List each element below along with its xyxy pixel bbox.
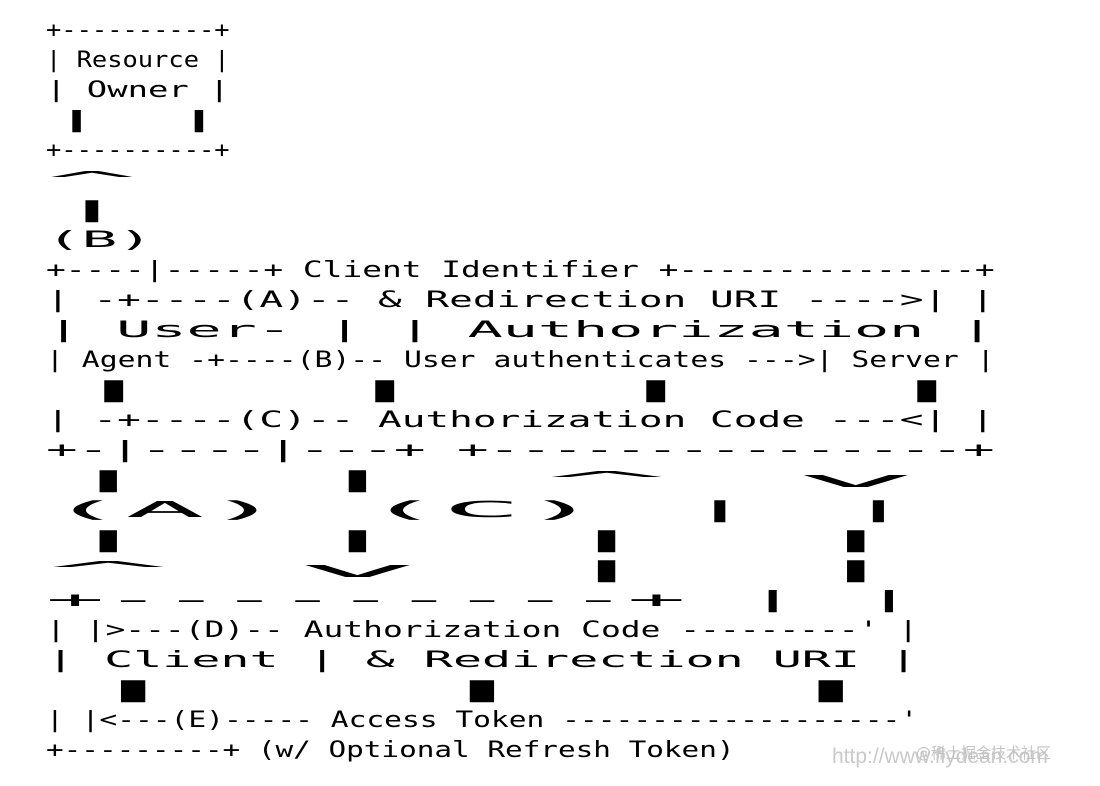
diagram-line: | Owner | bbox=[46, 78, 230, 103]
diagram-line: +----------+ bbox=[46, 18, 230, 43]
diagram-line: | |>---(D)-- Authorization Code --------… bbox=[46, 618, 918, 643]
diagram-line: | Client | & Redirection URI | bbox=[46, 648, 918, 673]
diagram-line: ^ v | | bbox=[46, 558, 918, 583]
diagram-line: (B) bbox=[46, 228, 153, 253]
diagram-line: | bbox=[46, 198, 138, 223]
diagram-line: | | | bbox=[46, 678, 918, 703]
diagram-line: | | | | bbox=[46, 378, 995, 403]
diagram-line: +----------+ bbox=[46, 138, 230, 163]
diagram-line: +----|-----+ Client Identifier +--------… bbox=[46, 258, 995, 283]
diagram-line: | User- | | Authorization | bbox=[46, 318, 995, 343]
diagram-line: | -+----(C)-- Authorization Code ---<| | bbox=[46, 408, 995, 433]
diagram-line: +---------+ (w/ Optional Refresh Token) bbox=[46, 738, 735, 763]
diagram-line: | Agent -+----(B)-- User authenticates -… bbox=[46, 348, 995, 373]
diagram-line: (A) (C) | | bbox=[46, 498, 918, 523]
diagram-line: | -+----(A)-- & Redirection URI ---->| | bbox=[46, 288, 995, 313]
diagram-line: | | bbox=[46, 108, 230, 133]
diagram-line: +---------+ | | bbox=[46, 588, 918, 613]
diagram-line: | |<---(E)----- Access Token -----------… bbox=[46, 708, 918, 733]
diagram-line: | Resource | bbox=[46, 48, 230, 73]
diagram-line: | | ^ v bbox=[46, 468, 918, 493]
diagram-line: +-|----|---+ +---------------+ bbox=[46, 438, 995, 463]
diagram-line: | | | | bbox=[46, 528, 918, 553]
diagram-line: ^ bbox=[46, 168, 138, 193]
